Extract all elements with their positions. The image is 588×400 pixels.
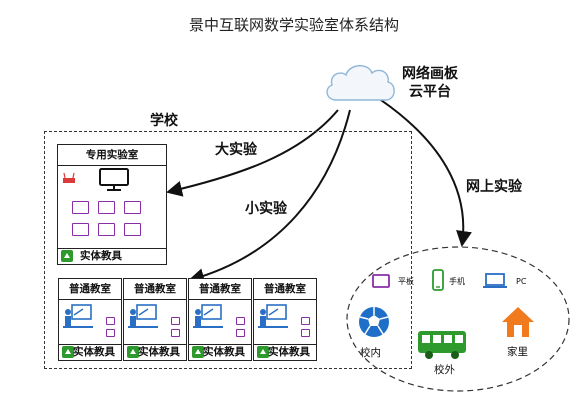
classroom-footer-text: 实体教具	[268, 346, 310, 358]
teaching-aid-icon	[192, 346, 204, 363]
teaching-aid-icon	[62, 346, 74, 363]
device-label-tablet: 平板	[398, 277, 414, 286]
classroom-title: 普通教室	[124, 279, 186, 300]
laptop-icon	[483, 273, 507, 293]
tablet-icon	[372, 273, 390, 292]
teacher-board-icon	[258, 304, 288, 334]
classroom-3: 普通教室 实体教具	[188, 278, 252, 361]
classroom-4: 普通教室 实体教具	[253, 278, 317, 361]
special-lab-title: 专用实验室	[58, 145, 166, 166]
classroom-footer: 实体教具	[254, 344, 316, 360]
edge-label-small: 小实验	[245, 201, 287, 217]
special-lab: 专用实验室 实体教具	[57, 144, 167, 265]
classroom-footer: 实体教具	[59, 344, 121, 360]
classroom-footer: 实体教具	[189, 344, 251, 360]
place-label-offcampus: 校外	[434, 364, 455, 376]
special-lab-footer-text: 实体教具	[80, 250, 122, 262]
arrow-small-experiment	[188, 109, 351, 284]
classroom-footer: 实体教具	[124, 344, 186, 360]
student-tablet-icon	[124, 223, 141, 236]
student-tablet-icon	[98, 201, 115, 214]
school-label: 学校	[150, 113, 178, 129]
student-tablet-icon	[171, 317, 180, 325]
student-tablet-icon	[106, 329, 115, 337]
student-tablet-icon	[98, 223, 115, 236]
device-label-phone: 手机	[449, 277, 465, 286]
device-label-pc: PC	[516, 277, 527, 286]
online-experiment-oval	[346, 246, 570, 392]
student-tablet-icon	[106, 317, 115, 325]
cloud-label-line2: 云平台	[409, 84, 451, 100]
cloud-icon	[322, 60, 398, 108]
student-tablet-icon	[301, 329, 310, 337]
soccer-ball-icon	[358, 306, 390, 342]
classroom-title: 普通教室	[189, 279, 251, 300]
place-label-campus: 校内	[360, 347, 381, 359]
student-tablet-icon	[236, 317, 245, 325]
arrow-online-experiment	[377, 97, 472, 247]
student-tablet-icon	[72, 201, 89, 214]
student-tablet-icon	[301, 317, 310, 325]
classroom-title: 普通教室	[254, 279, 316, 300]
classroom-footer-text: 实体教具	[138, 346, 180, 358]
phone-icon	[432, 269, 444, 295]
classroom-2: 普通教室 实体教具	[123, 278, 187, 361]
monitor-icon	[98, 168, 130, 196]
house-icon	[500, 305, 536, 343]
student-tablet-icon	[236, 329, 245, 337]
classroom-1: 普通教室 实体教具	[58, 278, 122, 361]
diagram-title: 景中互联网数学实验室体系结构	[188, 16, 399, 34]
place-label-home: 家里	[507, 346, 528, 358]
edge-label-online: 网上实验	[466, 179, 522, 195]
edge-label-large: 大实验	[215, 142, 257, 158]
teaching-aid-icon	[257, 346, 269, 363]
teacher-board-icon	[63, 304, 93, 334]
router-icon	[62, 169, 76, 188]
classroom-title: 普通教室	[59, 279, 121, 300]
bus-icon	[417, 330, 467, 364]
student-tablet-icon	[124, 201, 141, 214]
student-tablet-icon	[171, 329, 180, 337]
teacher-board-icon	[128, 304, 158, 334]
cloud-label-line1: 网络画板	[402, 66, 458, 82]
teaching-aid-icon	[61, 250, 73, 267]
special-lab-footer: 实体教具	[58, 248, 166, 264]
student-tablet-icon	[72, 223, 89, 236]
classroom-footer-text: 实体教具	[203, 346, 245, 358]
arrow-large-experiment	[166, 109, 339, 197]
classroom-footer-text: 实体教具	[73, 346, 115, 358]
teacher-board-icon	[193, 304, 223, 334]
teaching-aid-icon	[127, 346, 139, 363]
school-boundary	[44, 131, 412, 369]
